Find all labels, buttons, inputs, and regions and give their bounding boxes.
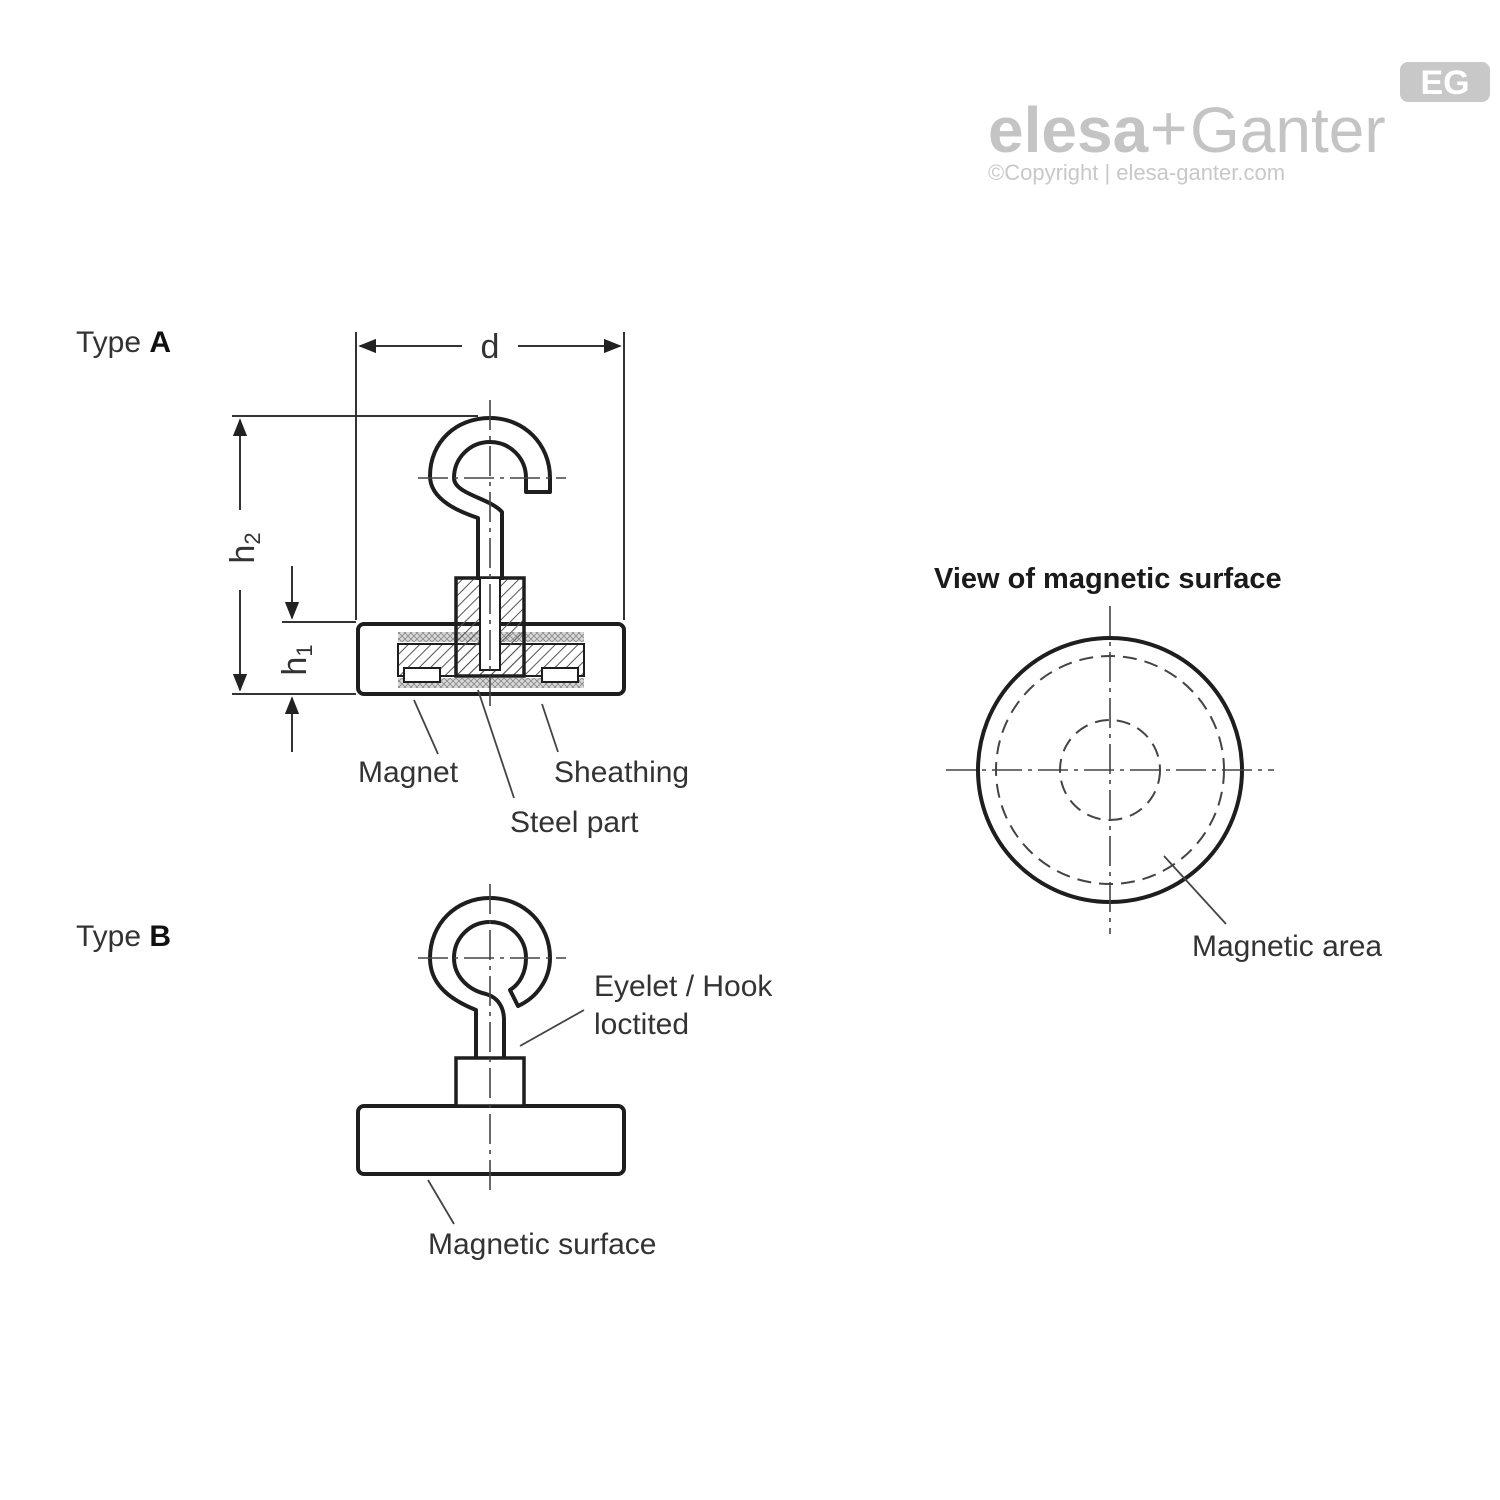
brand-logo: EG elesa + Ganter ©Copyright | elesa-gan… (988, 62, 1490, 185)
surface-view-title: View of magnetic surface (934, 563, 1282, 595)
type-b-drawing: Type B Eyelet / Hook loctited Magnetic s… (76, 884, 773, 1261)
eg-badge-text: EG (1420, 64, 1469, 102)
magnetic-surface-leader (427, 1179, 455, 1225)
eyelet-callout-line1: Eyelet / Hook (594, 970, 773, 1003)
type-b-base (356, 1104, 626, 1176)
type-b-label: Type B (76, 920, 171, 953)
sheathing-callout: Sheathing (554, 756, 689, 789)
sheathing-bottom (398, 678, 584, 688)
brand-elesa: elesa (988, 94, 1149, 166)
type-a-label: Type A (76, 326, 171, 359)
copyright-text: ©Copyright | elesa-ganter.com (988, 160, 1285, 185)
sheathing-leader (541, 703, 559, 753)
brand-plus: + (1150, 92, 1187, 164)
magnetic-surface-view: View of magnetic surface Magnetic area (934, 563, 1382, 963)
magnet-callout: Magnet (358, 756, 459, 789)
brand-ganter: Ganter (1190, 94, 1386, 166)
eg-badge-icon (1400, 62, 1490, 102)
magnetic-area-callout: Magnetic area (1192, 930, 1382, 963)
eyelet-leader (519, 1009, 585, 1047)
magnet-right-section (541, 667, 579, 683)
magnetic-area-leader (1163, 855, 1227, 925)
magnet-left-section (403, 667, 441, 683)
dim-h2-label: h2 (224, 532, 265, 563)
magnetic-surface-callout: Magnetic surface (428, 1228, 656, 1261)
dim-d-label: d (481, 328, 500, 366)
type-b-eyelet (428, 896, 552, 1058)
type-a-drawing: Type A d h2 h1 (76, 326, 689, 839)
eyelet-callout-line2: loctited (594, 1008, 689, 1041)
dim-h1-label: h1 (276, 644, 317, 675)
magnet-leader (413, 699, 439, 755)
steel-part-callout: Steel part (510, 806, 639, 839)
steel-part-leader (477, 689, 515, 799)
